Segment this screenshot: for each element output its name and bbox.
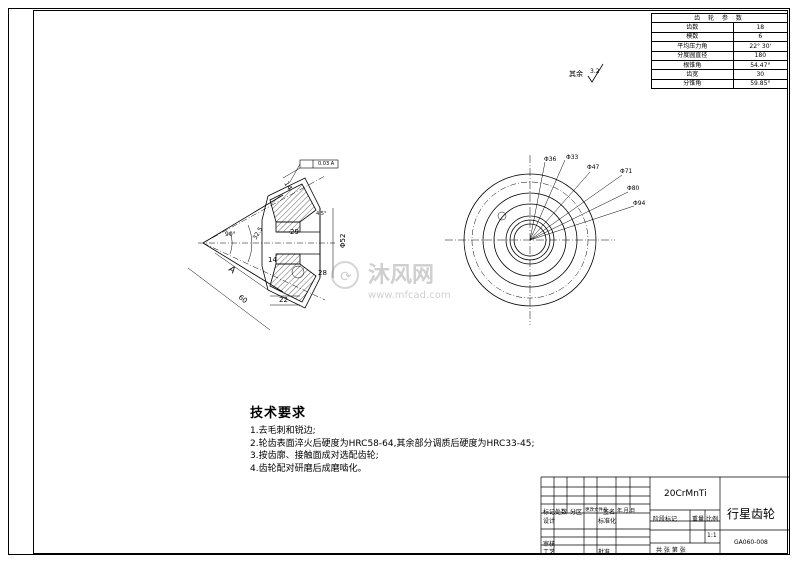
tech-item: 3.按齿廓、接触面成对选配齿轮; xyxy=(250,451,379,461)
watermark-url: www.mfcad.com xyxy=(368,290,451,301)
dim-label: 14 xyxy=(268,256,277,264)
material-label: 20CrMnTi xyxy=(664,489,707,499)
tb-label-count: 处数 xyxy=(555,509,568,516)
tb-label-sign: 签名 xyxy=(603,509,616,516)
dim-label: Φ33 xyxy=(566,154,579,161)
tb-label-process: 工艺 xyxy=(543,549,556,556)
tb-label-ratio: 比例 xyxy=(706,516,719,523)
watermark: ⟳ 沐风网 www.mfcad.com xyxy=(331,261,451,301)
scale-value: 1:1 xyxy=(707,532,717,539)
tb-label-change-doc: 更改文件号 xyxy=(585,508,608,513)
dim-label: 14 xyxy=(282,180,294,192)
dim-label: 90° xyxy=(225,231,236,238)
dim-label: 28 xyxy=(318,269,327,277)
dim-label: Φ47 xyxy=(587,164,600,171)
dim-label: 60 xyxy=(237,293,249,305)
svg-text:⟳: ⟳ xyxy=(340,269,352,285)
drawing-border xyxy=(33,10,788,554)
tb-label-approve: 批准 xyxy=(598,549,611,556)
tb-label-weight: 重量 xyxy=(692,516,705,523)
roughness-symbol: 其余 3.2 xyxy=(569,63,604,83)
roughness-value: 3.2 xyxy=(590,68,600,75)
face-dimension-labels: Φ36 Φ33 Φ47 Φ71 Φ80 Φ94 xyxy=(544,154,646,207)
dim-label: Φ80 xyxy=(627,185,640,192)
dim-label: 29 xyxy=(290,228,299,236)
datum-frame-label: 0.03 A xyxy=(318,161,335,167)
dim-label: Φ94 xyxy=(633,200,646,207)
drawing-number: GA060-008 xyxy=(734,539,768,546)
gear-section-view xyxy=(187,159,339,331)
tech-item: 2.轮齿表面淬火后硬度为HRC58-64,其余部分调质后硬度为HRC33-45; xyxy=(250,438,535,449)
tech-item: 4.齿轮配对研磨后成磨啮化。 xyxy=(250,463,367,474)
roughness-note: 其余 xyxy=(569,69,583,78)
dim-label: Φ52 xyxy=(339,234,347,248)
tb-label-stage: 阶段标记 xyxy=(653,516,678,523)
dim-label: 4.5° xyxy=(316,211,327,217)
tb-label-sheets: 共 张 第 张 xyxy=(656,547,686,554)
tb-label-standard: 标准化 xyxy=(598,518,617,525)
tech-item: 1.去毛刺和锐边; xyxy=(250,426,316,436)
outer-border xyxy=(8,8,790,555)
watermark-brand: 沐风网 xyxy=(368,263,434,288)
technical-requirements: 技术要求 1.去毛刺和锐边; 2.轮齿表面淬火后硬度为HRC58-64,其余部分… xyxy=(250,402,550,475)
param-value: 59.85° xyxy=(732,78,789,90)
dim-label: A xyxy=(226,264,238,276)
tb-label-mark: 标记 xyxy=(543,509,556,516)
tech-title: 技术要求 xyxy=(250,406,307,421)
tb-label-design: 设计 xyxy=(543,518,556,525)
dim-label: 22 xyxy=(279,296,288,304)
tb-label-date: 年.月.日 xyxy=(617,508,636,514)
gear-face-view xyxy=(445,155,635,325)
dim-label: Φ36 xyxy=(544,156,557,163)
dim-label: Φ71 xyxy=(620,168,633,175)
tb-label-review: 审核 xyxy=(543,541,556,548)
part-name: 行星齿轮 xyxy=(727,507,776,521)
tb-label-zone: 分区 xyxy=(570,509,583,516)
